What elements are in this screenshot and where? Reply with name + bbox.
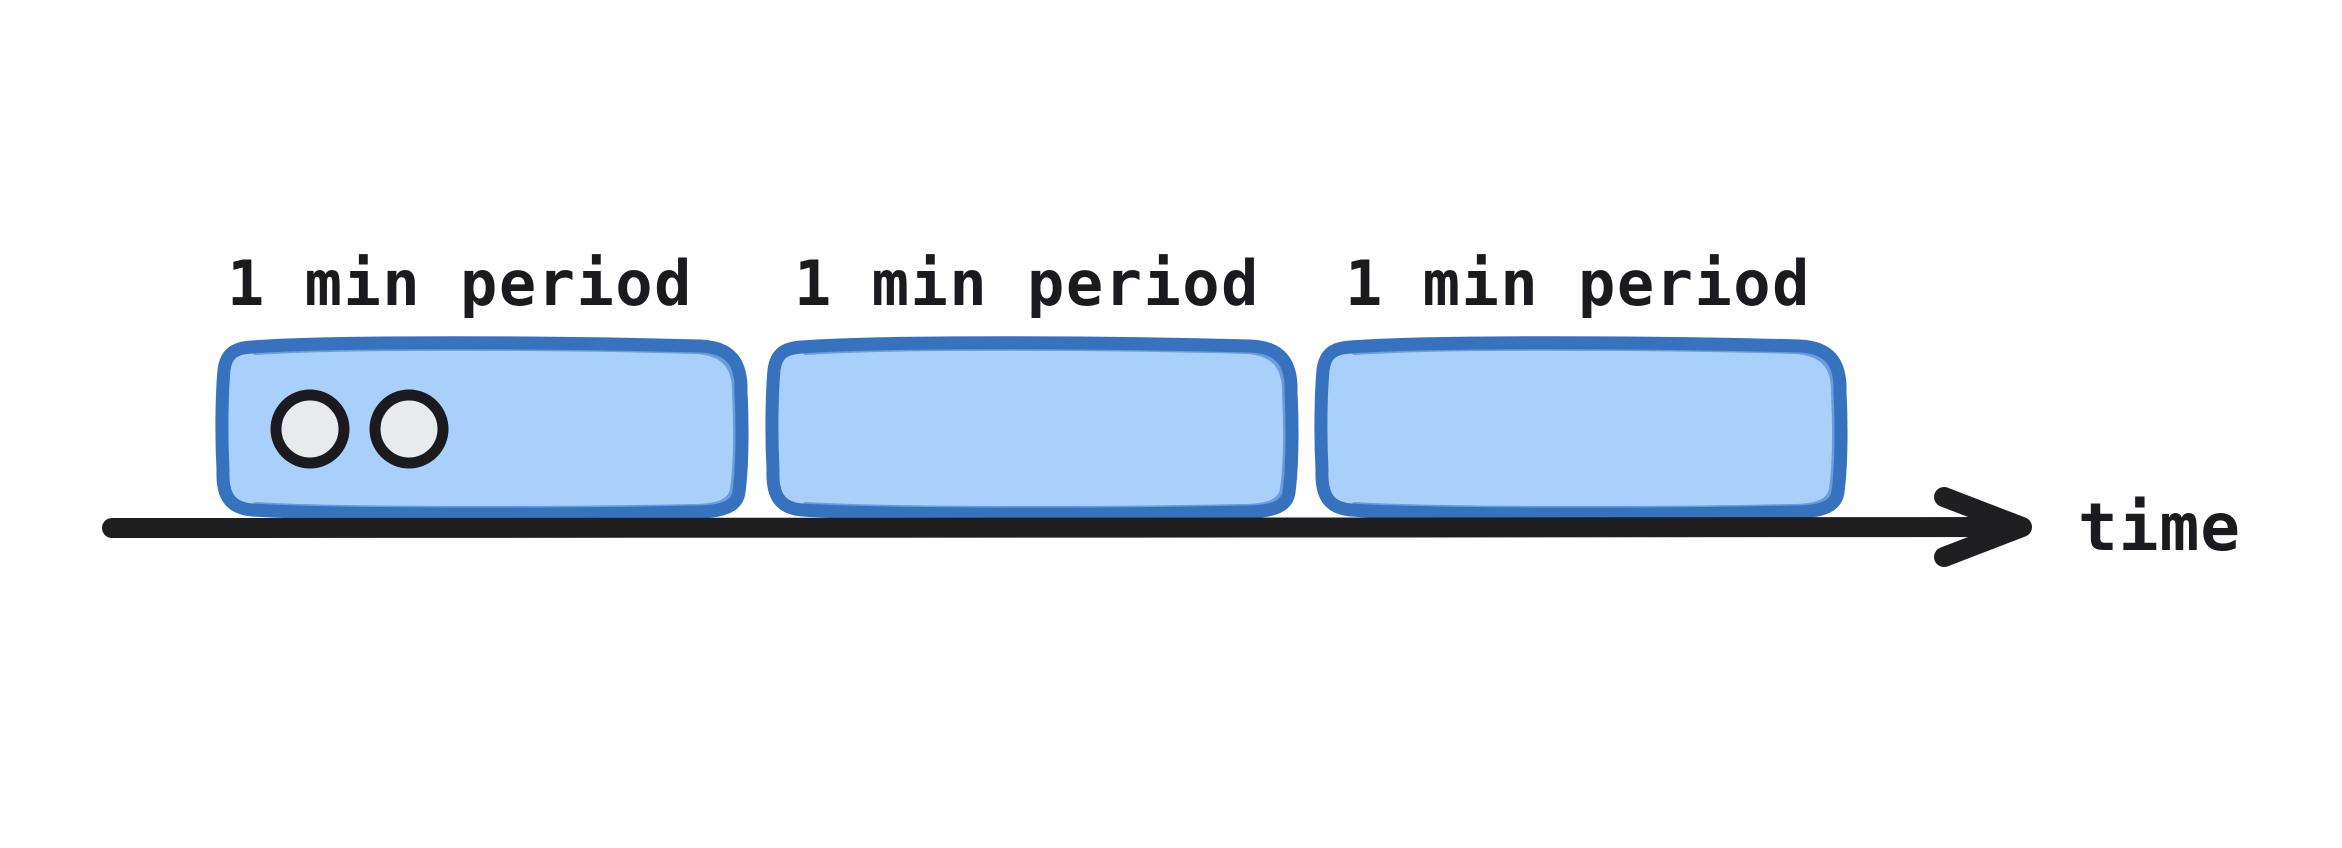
- time-axis: time: [102, 487, 2241, 567]
- event-circle-icon: [270, 389, 350, 469]
- period-1-label: 1 min period: [227, 247, 693, 320]
- event-circle-icon: [369, 389, 449, 469]
- period-3-box-sketch-stroke: [1351, 342, 1841, 515]
- period-1-box-sketch-stroke: [252, 342, 742, 515]
- event-marker-1[interactable]: [270, 389, 350, 469]
- period-2-box-sketch-stroke: [802, 342, 1292, 515]
- arrow-right-icon: [1934, 487, 2032, 567]
- period-bucket-2[interactable]: 1 min period: [765, 247, 1299, 521]
- period-2-box-outline: [765, 336, 1299, 521]
- period-1-box-outline: [215, 336, 749, 521]
- period-2-label: 1 min period: [794, 247, 1260, 320]
- time-axis-label: time: [2078, 489, 2241, 566]
- time-axis-line: [102, 516, 2015, 538]
- event-marker-2[interactable]: [369, 389, 449, 469]
- period-3-box-outline: [1314, 336, 1848, 521]
- period-3-label: 1 min period: [1345, 247, 1811, 320]
- period-bucket-3[interactable]: 1 min period: [1314, 247, 1848, 521]
- period-bucket-1[interactable]: 1 min period: [215, 247, 749, 521]
